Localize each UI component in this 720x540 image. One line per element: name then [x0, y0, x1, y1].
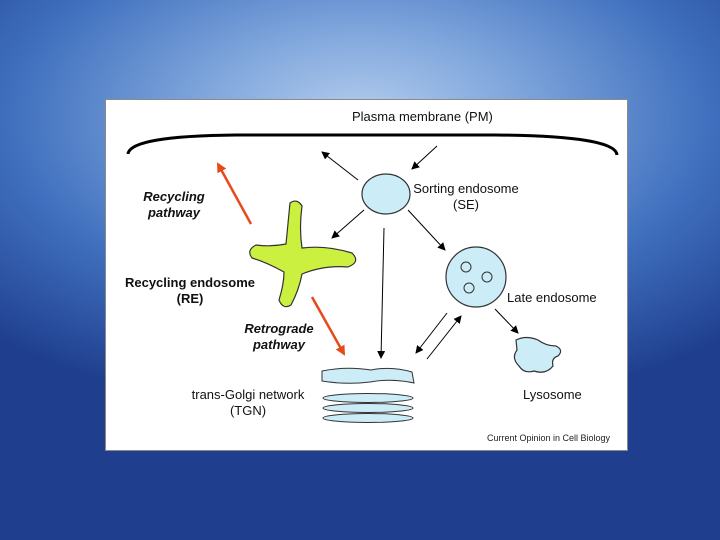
arrow-late-to-tgn — [415, 312, 448, 354]
recycling-endosome-name: Recycling endosome — [124, 275, 256, 290]
arrow-se-to-late — [407, 209, 446, 251]
recycling-endosome-label: Recycling endosome (RE) — [110, 275, 270, 307]
diagram-figure: Plasma membrane (PM) Sorting endosome (S… — [105, 99, 628, 451]
tgn-cisterna — [322, 403, 414, 413]
lysosome-shape — [513, 336, 562, 373]
tgn-top-cisterna — [321, 367, 415, 384]
recycling-pathway-line2: pathway — [147, 205, 200, 220]
retrograde-pathway-line2: pathway — [252, 337, 305, 352]
plasma-membrane-line — [126, 133, 619, 156]
recycling-endosome-abbr: (RE) — [176, 291, 204, 306]
sorting-endosome-shape — [361, 173, 411, 215]
sorting-endosome-name: Sorting endosome — [413, 181, 519, 196]
tgn-label: trans-Golgi network (TGN) — [178, 387, 318, 419]
source-credit: Current Opinion in Cell Biology — [487, 433, 611, 443]
arrow-pm-to-se — [411, 145, 438, 170]
retrograde-pathway-line1: Retrograde — [244, 321, 314, 336]
tgn-cisterna — [322, 393, 414, 403]
late-endosome-vesicle — [481, 271, 493, 283]
arrow-se-to-pm — [321, 151, 359, 181]
recycling-endosome-shape — [249, 200, 357, 308]
tgn-cisterna — [322, 413, 414, 423]
tgn-name: trans-Golgi network — [191, 387, 305, 402]
late-endosome-shape — [445, 246, 507, 308]
arrow-se-to-tgn — [377, 227, 386, 359]
late-endosome-vesicle — [460, 261, 472, 273]
retrograde-pathway-label: Retrograde pathway — [232, 321, 326, 353]
recycling-pathway-arrow — [216, 162, 253, 225]
retrograde-pathway-arrow — [310, 296, 346, 356]
late-endosome-vesicle — [463, 282, 475, 294]
tgn-abbr: (TGN) — [229, 403, 267, 418]
sorting-endosome-abbr: (SE) — [453, 197, 479, 212]
arrow-late-to-lysosome — [494, 308, 519, 334]
recycling-pathway-label: Recycling pathway — [134, 189, 214, 221]
diagram-canvas — [126, 133, 619, 423]
arrow-se-to-re — [331, 209, 365, 239]
plasma-membrane-label: Plasma membrane (PM) — [352, 109, 493, 124]
arrow-tgn-to-late — [426, 315, 462, 360]
sorting-endosome-label: Sorting endosome (SE) — [398, 181, 534, 213]
lysosome-label: Lysosome — [523, 387, 582, 402]
recycling-pathway-line1: Recycling — [143, 189, 205, 204]
late-endosome-label: Late endosome — [507, 290, 597, 305]
